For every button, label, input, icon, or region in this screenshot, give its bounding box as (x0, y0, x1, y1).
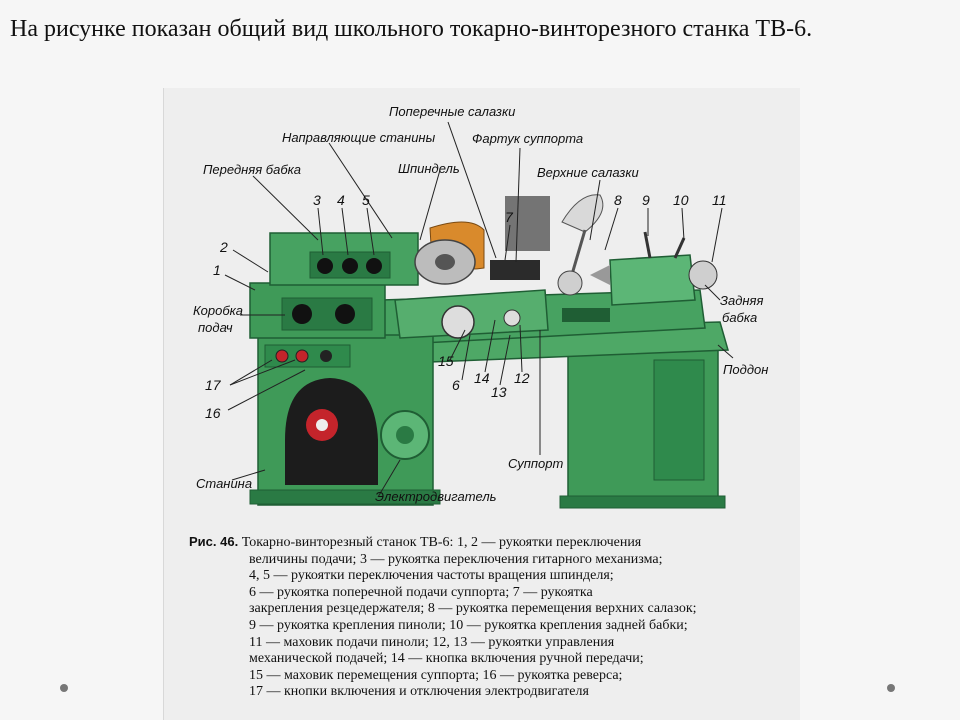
callout-1: 1 (213, 262, 221, 278)
figure-caption: Рис. 46. Токарно-винторезный станок ТВ-6… (189, 534, 789, 701)
caption-line: Токарно-винторезный станок ТВ-6: 1, 2 — … (241, 535, 642, 550)
caption-line: закрепления резцедержателя; 8 — рукоятка… (249, 601, 697, 617)
label-headstock: Передняя бабка (203, 162, 302, 177)
callout-15: 15 (438, 353, 454, 369)
callout-16: 16 (205, 405, 221, 421)
label-tailstock-2: бабка (722, 310, 758, 325)
slide-nav-dot-left[interactable] (60, 684, 68, 692)
callout-12: 12 (514, 370, 530, 386)
label-gearbox-2: подач (198, 320, 233, 335)
callout-13: 13 (491, 384, 507, 400)
callout-9: 9 (642, 192, 650, 208)
slide-title: На рисунке показан общий вид школьного т… (10, 16, 813, 42)
label-top-slide: Верхние салазки (537, 165, 639, 180)
caption-line: 15 — маховик перемещения суппорта; 16 — … (249, 667, 623, 683)
label-motor: Электродвигатель (375, 489, 497, 504)
label-bed: Станина (196, 476, 253, 491)
label-carriage-apron: Фартук суппорта (472, 131, 584, 146)
label-spindle: Шпиндель (398, 161, 460, 176)
callout-10: 10 (673, 192, 689, 208)
caption-fig-label: Рис. 46. (189, 534, 239, 549)
callout-5: 5 (362, 192, 370, 208)
tailstock-body (609, 254, 696, 306)
slide-nav-dot-right[interactable] (887, 684, 895, 692)
label-carriage: Суппорт (508, 456, 564, 471)
caption-line: 6 — рукоятка поперечной подачи суппорта;… (249, 584, 593, 600)
label-tray: Поддон (723, 362, 769, 377)
caption-line: 11 — маховик подачи пиноли; 12, 13 — рук… (249, 634, 615, 650)
callout-8: 8 (614, 192, 622, 208)
callout-11: 11 (712, 192, 727, 208)
caption-line: 17 — кнопки включения и отключения элект… (249, 684, 589, 700)
caption-line: 4, 5 — рукоятки переключения частоты вра… (249, 568, 614, 584)
label-tailstock-1: Задняя (720, 293, 764, 308)
callout-17: 17 (205, 377, 221, 393)
callout-4: 4 (337, 192, 345, 208)
callout-3: 3 (313, 192, 321, 208)
caption-line: механической подачей; 14 — кнопка включе… (249, 651, 644, 667)
callout-2: 2 (220, 239, 228, 255)
callout-7: 7 (505, 209, 513, 225)
label-bed-guides: Направляющие станины (282, 130, 436, 145)
label-cross-slide: Поперечные салазки (389, 104, 516, 119)
callout-6: 6 (452, 377, 460, 393)
callout-14: 14 (474, 370, 490, 386)
label-gearbox-1: Коробка (193, 303, 244, 318)
caption-line: 9 — рукоятка крепления пиноли; 10 — руко… (249, 617, 688, 633)
caption-line: величины подачи; 3 — рукоятка переключен… (249, 551, 663, 567)
